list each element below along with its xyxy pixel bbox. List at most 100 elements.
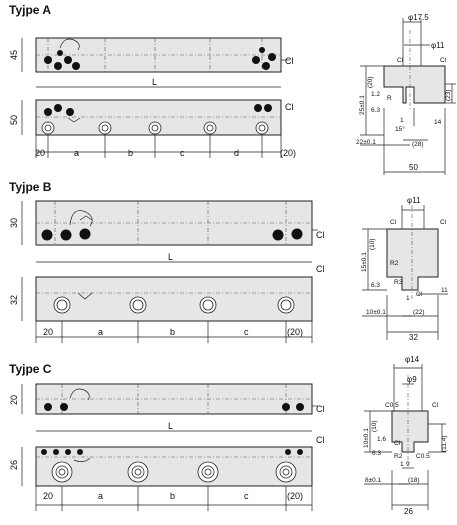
type-a-deg: 15° bbox=[395, 125, 405, 133]
type-b-bottom-inner: (22) bbox=[413, 309, 425, 316]
type-c-pitch-2: b bbox=[170, 491, 175, 501]
type-b-profile-cl-2: Cl bbox=[440, 219, 447, 226]
type-b-top-view: 32 Cl bbox=[9, 264, 325, 322]
hole-marker bbox=[252, 56, 260, 64]
type-a-front-chamfer: Cl bbox=[285, 56, 294, 66]
hole-marker bbox=[291, 228, 303, 240]
type-a-pitch-3: c bbox=[180, 148, 185, 158]
type-b-pitch-4: (20) bbox=[287, 327, 303, 337]
type-b-small: 1 bbox=[406, 295, 410, 302]
counterbore bbox=[44, 124, 52, 132]
hole-marker bbox=[296, 403, 304, 411]
hole-marker bbox=[282, 403, 290, 411]
type-a-pitch-5: (20) bbox=[280, 148, 296, 158]
hole-marker bbox=[65, 449, 71, 455]
hole-marker bbox=[41, 449, 47, 455]
type-c-right-dim: (11.4) bbox=[441, 436, 448, 453]
hole-marker bbox=[54, 104, 62, 112]
type-a-left-offset: 22±0.1 bbox=[356, 139, 376, 146]
type-b-surface: 6.3 bbox=[371, 282, 380, 289]
counterbore bbox=[134, 468, 142, 476]
type-a-profile: φ17.5 φ11 Cl Cl 25±0.1 (20) R 1.2 6.3 15… bbox=[356, 13, 456, 175]
type-b-pitch-dimensions: 20 a b c (20) bbox=[35, 321, 313, 343]
type-c-profile: φ14 φ9 C0.5 Cl 10±0.1 (10) 1.6 6.3 R2 C0… bbox=[363, 355, 448, 516]
type-c-base-dim: 9 bbox=[406, 461, 410, 468]
hole-marker bbox=[285, 449, 291, 455]
type-a-top-dia: φ17.5 bbox=[408, 13, 429, 22]
type-a-front-height: 45 bbox=[9, 50, 19, 60]
hole-marker bbox=[44, 108, 52, 116]
type-b-pitch-1: a bbox=[98, 327, 103, 337]
type-c-title: Tyjpe C bbox=[9, 362, 52, 376]
counterbore bbox=[58, 468, 66, 476]
type-b-length-dimension: L bbox=[36, 252, 312, 263]
type-c-sub-height: (10) bbox=[371, 420, 378, 432]
type-c-width: 26 bbox=[404, 507, 413, 516]
type-a-sub-height: (20) bbox=[367, 76, 374, 88]
type-a-right-dim: (23) bbox=[445, 89, 452, 101]
type-a-length: L bbox=[152, 77, 157, 87]
type-a-base-dim: 14 bbox=[434, 119, 442, 126]
type-c-pitch-0: 20 bbox=[43, 491, 53, 501]
type-b-profile-cl: Cl bbox=[390, 219, 397, 226]
type-c-left-offset: 8±0.1 bbox=[365, 477, 382, 484]
type-b-top-height: 32 bbox=[9, 295, 19, 305]
type-b-profile: φ11 Cl Cl 15±0.1 (10) R2 R3 6.3 Cl 1 11 … bbox=[361, 196, 448, 342]
counterbore bbox=[280, 299, 292, 311]
type-a-height: 25±0.1 bbox=[359, 95, 366, 115]
type-a-small: 1 bbox=[400, 117, 404, 124]
hole-marker bbox=[297, 449, 303, 455]
type-b-pitch-0: 20 bbox=[43, 327, 53, 337]
type-c-c05-b: C0.5 bbox=[416, 453, 430, 460]
type-a-pitch-4: d bbox=[234, 148, 239, 158]
type-c-front-height: 20 bbox=[9, 395, 19, 405]
type-c-small: 1 bbox=[400, 461, 404, 468]
hole-marker bbox=[262, 62, 270, 70]
hole-marker bbox=[44, 403, 52, 411]
counterbore bbox=[258, 124, 266, 132]
hole-marker bbox=[254, 104, 262, 112]
type-a-ra: 1.2 bbox=[371, 91, 380, 98]
hole-marker bbox=[72, 62, 80, 70]
type-c-height: 10±0.1 bbox=[363, 428, 370, 448]
type-c-profile-cl: Cl bbox=[432, 402, 439, 409]
type-a-bottom-inner: (28) bbox=[412, 141, 424, 148]
hole-marker bbox=[57, 50, 63, 56]
type-a-profile-cl: Cl bbox=[440, 57, 447, 64]
type-c-pitch-4: (20) bbox=[287, 491, 303, 501]
type-b-sub-height: (10) bbox=[369, 238, 376, 250]
counterbore bbox=[132, 299, 144, 311]
hole-marker bbox=[60, 403, 68, 411]
hole-marker bbox=[53, 449, 59, 455]
counterbore bbox=[202, 299, 214, 311]
counterbore bbox=[204, 468, 212, 476]
type-c-inner-dia: φ9 bbox=[407, 375, 417, 384]
type-b-width: 32 bbox=[409, 333, 418, 342]
type-c-top-dia: φ14 bbox=[405, 355, 420, 364]
type-a-length-dimension: L bbox=[36, 77, 281, 88]
type-b-top-chamfer: Cl bbox=[316, 264, 325, 274]
counterbore bbox=[56, 299, 68, 311]
counterbore bbox=[101, 124, 109, 132]
type-c-bottom-inner: (18) bbox=[408, 477, 420, 484]
type-b-inner-dia: φ11 bbox=[407, 196, 421, 205]
type-c-pitch-dimensions: 20 a b c (20) bbox=[35, 486, 313, 511]
type-a-top-view: 50 Cl bbox=[9, 99, 294, 136]
type-c-top-chamfer: Cl bbox=[316, 435, 325, 445]
type-b-base-dim: 11 bbox=[441, 287, 448, 294]
hole-marker bbox=[44, 56, 52, 64]
type-c-top-height: 26 bbox=[9, 460, 19, 470]
type-b-pitch-2: b bbox=[170, 327, 175, 337]
type-b-length: L bbox=[168, 252, 173, 262]
type-a-top-chamfer: Cl bbox=[285, 102, 294, 112]
counterbore bbox=[282, 468, 290, 476]
type-a-title: Tyjpe A bbox=[9, 3, 52, 17]
type-c-length: L bbox=[168, 421, 173, 431]
type-a-inner-dia: φ11 bbox=[431, 41, 445, 50]
hole-marker bbox=[41, 229, 53, 241]
type-c-pitch-1: a bbox=[98, 491, 103, 501]
type-c-length-dimension: L bbox=[36, 421, 312, 432]
hole-marker bbox=[268, 53, 276, 61]
type-a-top-height: 50 bbox=[9, 115, 19, 125]
type-a-pitch-dimensions: 20 a b c d (20) bbox=[35, 135, 296, 158]
